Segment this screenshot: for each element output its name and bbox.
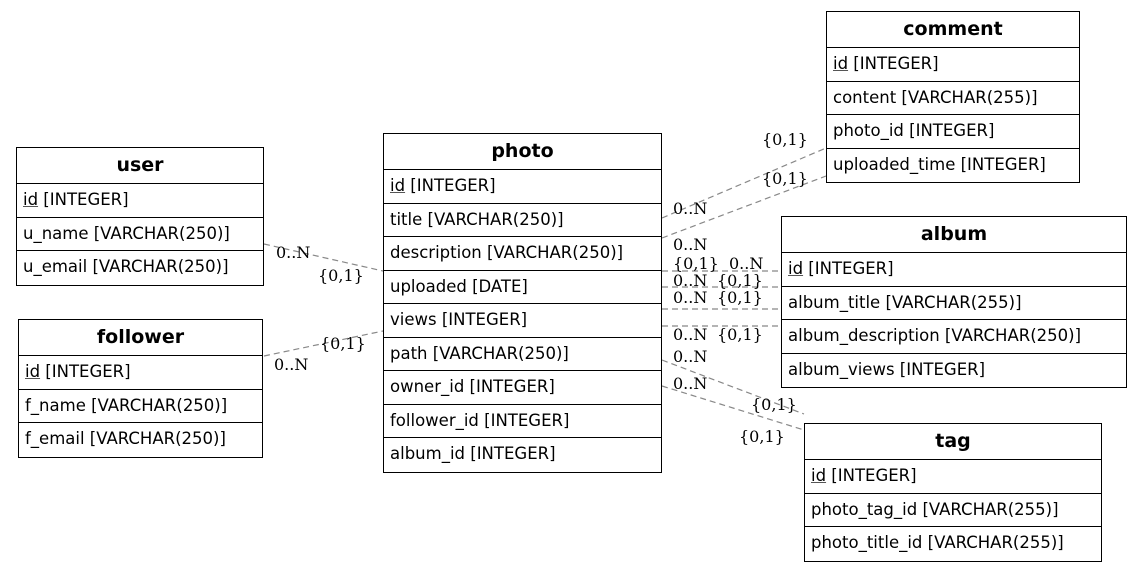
primary-key: id (25, 362, 41, 381)
cardinality-label: {0,1} (717, 325, 763, 344)
primary-key: id (811, 466, 827, 485)
attribute-row: f_name [VARCHAR(250)] (19, 390, 262, 423)
attribute-row: album_views [INTEGER] (788, 359, 986, 379)
attribute-type: [INTEGER] (803, 259, 894, 278)
cardinality-label: {0,1} (318, 266, 364, 285)
attribute-row: id [INTEGER] (384, 170, 661, 204)
cardinality-label: 0..N (673, 235, 708, 254)
primary-key: id (23, 190, 39, 209)
entity-tag: tag id [INTEGER] photo_tag_id [VARCHAR(2… (804, 423, 1102, 562)
attribute-row: owner_id [INTEGER] (384, 371, 661, 405)
attribute-row: photo_title_id [VARCHAR(255)] (811, 533, 1064, 552)
entity-album: album id [INTEGER] album_title [VARCHAR(… (781, 216, 1127, 388)
cardinality-label: {0,1} (739, 427, 785, 446)
attribute-type: [INTEGER] (40, 362, 131, 381)
attribute-row: album_description [VARCHAR(250)] (782, 320, 1126, 354)
cardinality-label: 0..N (673, 288, 708, 307)
attribute-row: f_email [VARCHAR(250)] (25, 429, 226, 448)
cardinality-label: 0..N (673, 271, 708, 290)
attribute-row: photo_id [INTEGER] (827, 115, 1079, 149)
entity-user: user id [INTEGER] u_name [VARCHAR(250)] … (16, 147, 264, 286)
cardinality-label: 0..N (276, 243, 311, 262)
attribute-row: title [VARCHAR(250)] (384, 204, 661, 237)
attribute-row: album_title [VARCHAR(255)] (782, 287, 1126, 320)
entity-photo: photo id [INTEGER] title [VARCHAR(250)] … (383, 133, 662, 473)
cardinality-label: 0..N (729, 254, 764, 273)
cardinality-label: {0,1} (751, 395, 797, 414)
attribute-type: [INTEGER] (848, 54, 939, 73)
entity-title: tag (805, 424, 1101, 460)
attribute-row: album_id [INTEGER] (390, 444, 556, 463)
edge-user-photo (263, 243, 384, 272)
attribute-row: id [INTEGER] (19, 356, 262, 390)
attribute-row: views [INTEGER] (384, 304, 661, 338)
primary-key: id (788, 259, 804, 278)
attribute-row: content [VARCHAR(255)] (827, 82, 1079, 115)
attribute-row: id [INTEGER] (782, 253, 1126, 287)
attribute-row: id [INTEGER] (805, 460, 1101, 494)
attribute-type: [INTEGER] (405, 176, 496, 195)
edge-photo-tag-2 (661, 385, 805, 431)
cardinality-label: {0,1} (717, 271, 763, 290)
cardinality-label: {0,1} (717, 288, 763, 307)
cardinality-label: {0,1} (762, 130, 808, 149)
cardinality-label: 0..N (673, 347, 708, 366)
attribute-row: id [INTEGER] (17, 184, 263, 218)
attribute-row: description [VARCHAR(250)] (384, 237, 661, 271)
cardinality-label: {0,1} (673, 254, 719, 273)
entity-title: user (17, 148, 263, 184)
cardinality-label: 0..N (274, 355, 309, 374)
attribute-row: u_email [VARCHAR(250)] (23, 257, 229, 276)
attribute-row: uploaded [DATE] (384, 271, 661, 304)
entity-comment: comment id [INTEGER] content [VARCHAR(25… (826, 11, 1080, 183)
attribute-row: photo_tag_id [VARCHAR(255)] (805, 494, 1101, 527)
attribute-row: follower_id [INTEGER] (384, 405, 661, 438)
edge-photo-tag-1 (661, 359, 805, 415)
primary-key: id (833, 54, 849, 73)
entity-title: album (782, 217, 1126, 253)
attribute-row: u_name [VARCHAR(250)] (17, 218, 263, 251)
entity-title: comment (827, 12, 1079, 48)
cardinality-label: 0..N (673, 374, 708, 393)
attribute-row: path [VARCHAR(250)] (384, 338, 661, 371)
entity-follower: follower id [INTEGER] f_name [VARCHAR(25… (18, 319, 263, 458)
cardinality-label: 0..N (673, 199, 708, 218)
cardinality-label: {0,1} (320, 334, 366, 353)
entity-title: follower (19, 320, 262, 356)
entity-title: photo (384, 134, 661, 170)
attribute-row: id [INTEGER] (827, 48, 1079, 82)
cardinality-label: 0..N (673, 325, 708, 344)
attribute-row: uploaded_time [INTEGER] (833, 154, 1046, 174)
primary-key: id (390, 176, 406, 195)
attribute-type: [INTEGER] (38, 190, 129, 209)
attribute-type: [INTEGER] (826, 466, 917, 485)
cardinality-label: {0,1} (762, 169, 808, 188)
edge-follower-photo (263, 330, 384, 357)
